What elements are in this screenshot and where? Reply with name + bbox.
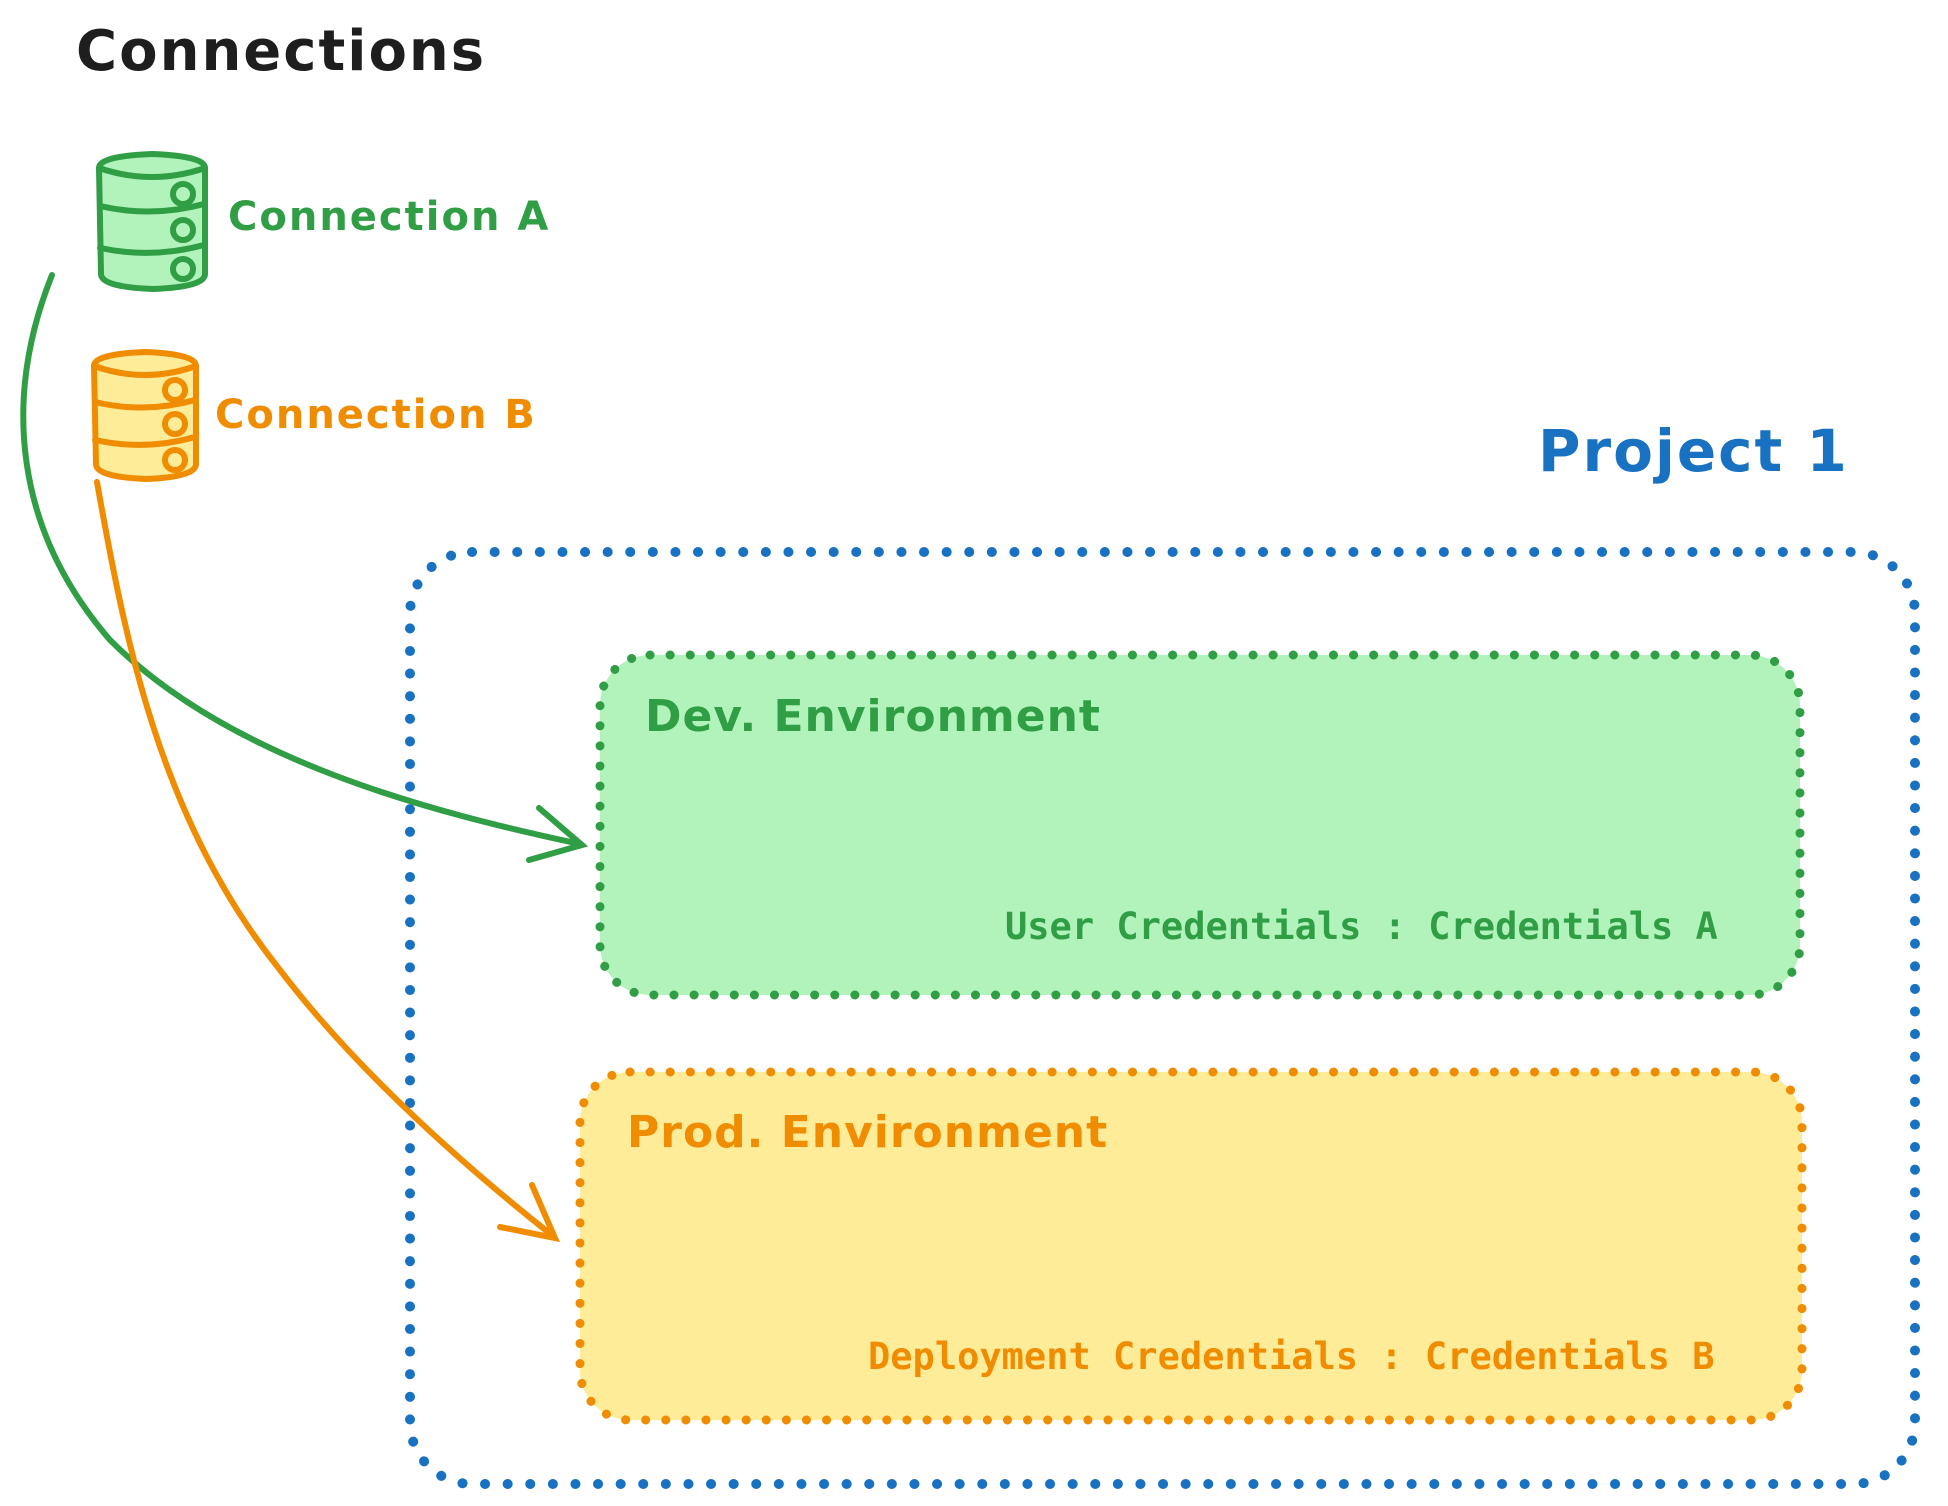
dev-environment-box [595, 650, 1805, 1000]
connections-title: Connections [76, 19, 487, 84]
prod-environment-credentials: Deployment Credentials : Credentials B [868, 1335, 1715, 1378]
connection-b-label: Connection B [215, 392, 537, 438]
dev-environment-credentials: User Credentials : Credentials A [1005, 905, 1718, 948]
prod-environment-title: Prod. Environment [627, 1107, 1109, 1158]
database-icon-connection-a [96, 151, 208, 292]
arrow-connection-b-to-prod [94, 479, 561, 1243]
prod-environment-box [575, 1067, 1807, 1425]
project-title: Project 1 [1538, 417, 1849, 485]
connection-a-label: Connection A [228, 194, 551, 240]
arrow-connection-a-to-dev [20, 272, 589, 863]
database-icon-connection-b [91, 349, 199, 482]
dev-environment-title: Dev. Environment [645, 691, 1101, 742]
project-container-box [405, 547, 1920, 1489]
